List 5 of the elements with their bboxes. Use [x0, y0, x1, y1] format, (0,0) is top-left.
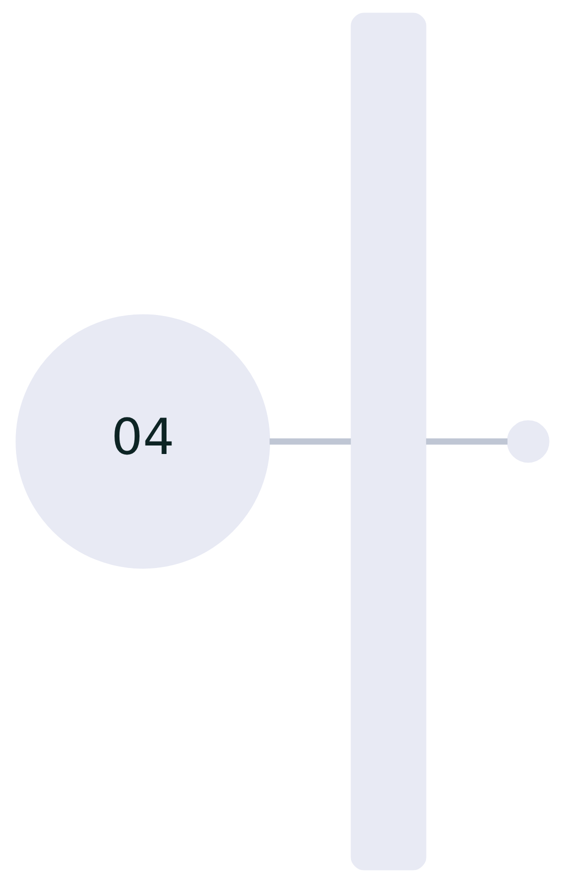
node-circle: [506, 420, 549, 462]
connector: [426, 438, 507, 444]
node-bar: [350, 12, 426, 870]
node-circle: 04: [15, 314, 270, 568]
connector: [269, 438, 350, 444]
